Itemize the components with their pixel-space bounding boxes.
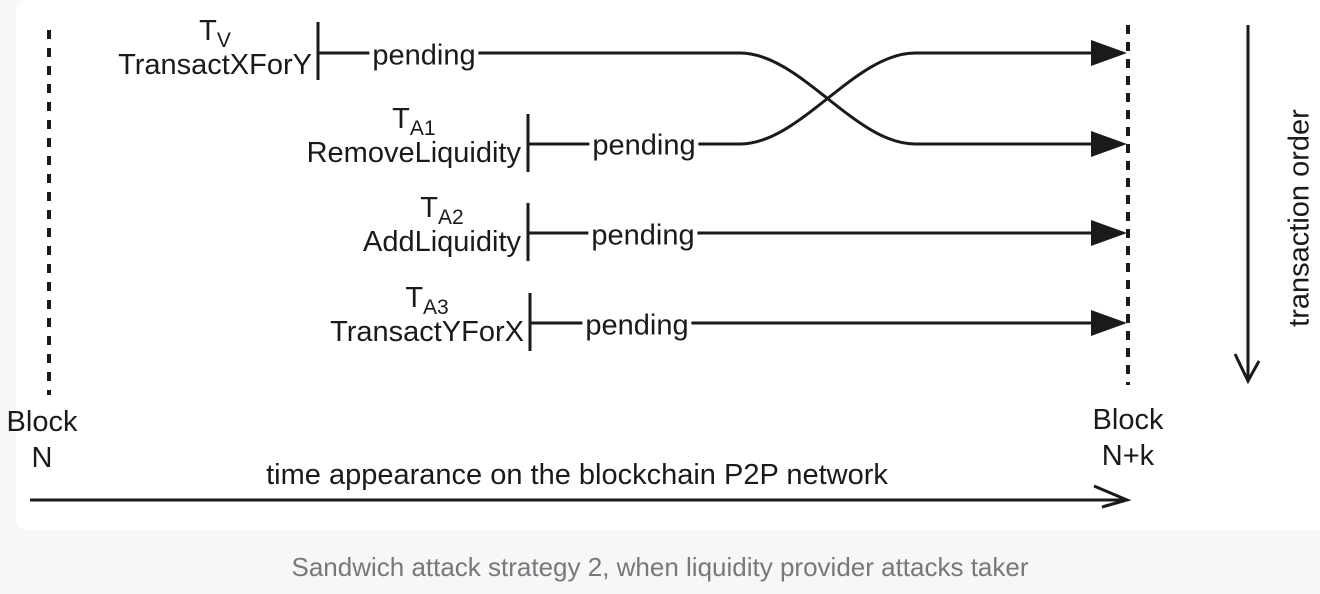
block-number: N	[31, 442, 53, 474]
pending-label-a1: pending	[589, 129, 699, 163]
tx-action: RemoveLiquidity	[306, 137, 521, 169]
tx-a1-pending-line-crossing-up	[528, 51, 1094, 146]
tx-row-label-victim: TV TransactXForY	[118, 14, 312, 82]
figure-panel	[16, 0, 1320, 530]
tx-row-label-a1: TA1 RemoveLiquidity	[307, 102, 521, 170]
block-word: Block	[6, 406, 78, 438]
tx-symbol: TV	[199, 15, 231, 52]
tx-row-label-a2: TA2 AddLiquidity	[363, 191, 521, 259]
tx-action: TransactXForY	[118, 49, 312, 81]
figure-caption: Sandwich attack strategy 2, when liquidi…	[291, 552, 1029, 582]
block-number: N+k	[1101, 440, 1155, 472]
tx-row-label-a3: TA3 TransactYForX	[330, 281, 524, 349]
block-nk-label: Block N+k	[1086, 402, 1170, 474]
order-axis-label: transaction order	[1283, 109, 1316, 327]
tx-action: AddLiquidity	[363, 226, 521, 258]
pending-label-victim: pending	[369, 39, 479, 73]
tx-action: TransactYForX	[330, 316, 524, 348]
block-n-label: Block N	[0, 404, 84, 476]
time-axis-arrowhead	[1093, 484, 1132, 509]
arrowhead-order-1	[1091, 40, 1127, 66]
pending-label-a2: pending	[588, 219, 698, 253]
pending-label-a3: pending	[582, 309, 692, 343]
tx-symbol: TA2	[420, 192, 464, 229]
tx-symbol: TA3	[405, 282, 449, 319]
arrowhead-order-2	[1091, 131, 1127, 157]
order-axis-arrowhead	[1233, 353, 1261, 385]
arrowhead-order-4	[1091, 310, 1127, 336]
arrowhead-order-3	[1091, 220, 1127, 246]
time-axis-label: time appearance on the blockchain P2P ne…	[266, 459, 888, 491]
block-word: Block	[1092, 404, 1164, 436]
tx-symbol: TA1	[392, 103, 436, 140]
